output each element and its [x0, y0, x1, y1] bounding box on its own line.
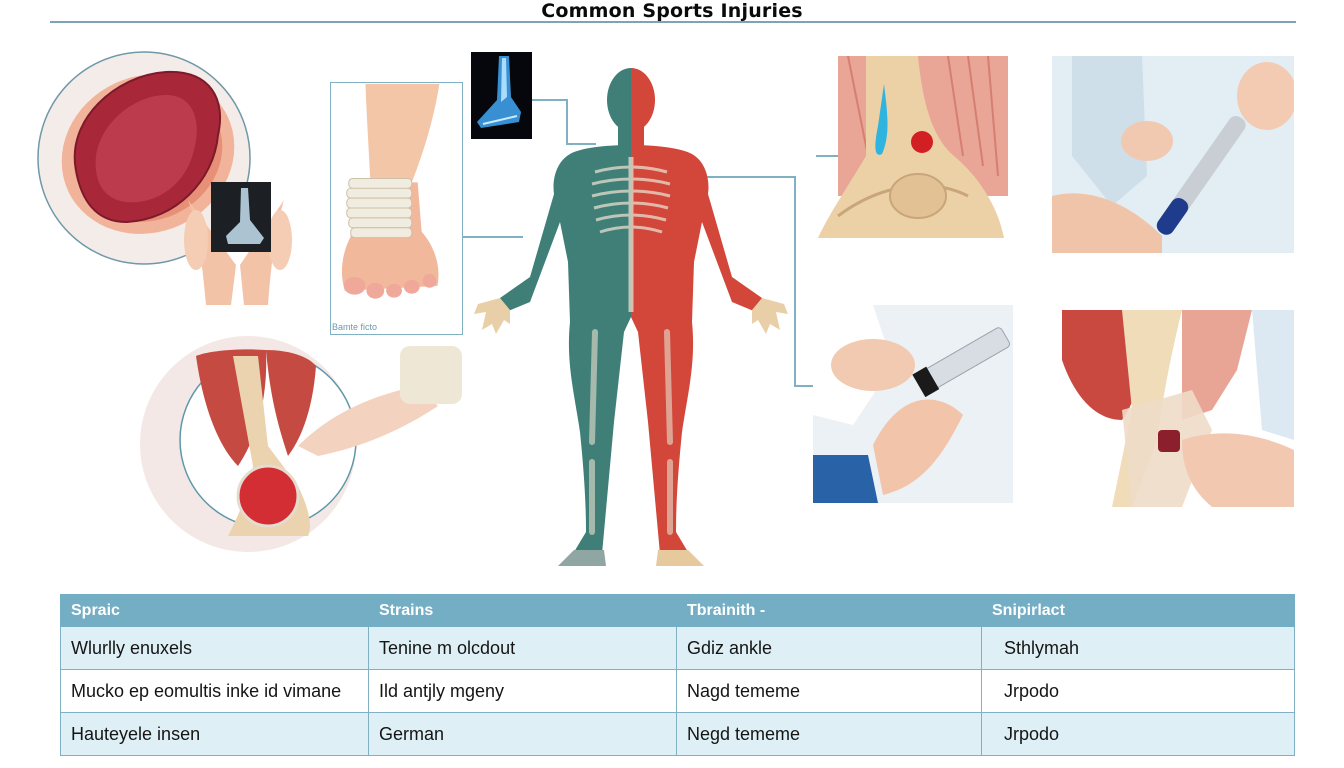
xray-foot-icon	[477, 56, 521, 128]
table-cell: Sthlymah	[981, 626, 1295, 670]
table-cell: Mucko ep eomultis inke id vimane	[60, 669, 369, 713]
table-row: Hauteyele insen German Negd tememe Jrpod…	[60, 712, 1295, 756]
table-header-row: Spraic Strains Tbrainith - Snipirlact	[60, 594, 1295, 627]
calf-muscle-icon	[140, 336, 462, 552]
knee-bandage-illustration	[1062, 310, 1294, 507]
table-cell: Tenine m olcdout	[368, 626, 677, 670]
abrasion-wound-icon	[37, 51, 292, 305]
bandaged-ankle-icon	[341, 83, 440, 299]
table-cell: Negd tememe	[676, 712, 982, 756]
human-body-icon	[474, 68, 788, 566]
table-cell: Jrpodo	[981, 669, 1295, 713]
ankle-anatomy-illustration	[818, 56, 1008, 238]
injection-pen-icon	[1052, 56, 1294, 253]
syringe-preparation-photo	[813, 305, 1013, 503]
table-cell: Hauteyele insen	[60, 712, 369, 756]
table-cell: German	[368, 712, 677, 756]
column-header[interactable]: Strains	[368, 594, 677, 627]
foot-xray-inset	[471, 52, 532, 139]
syringe-icon	[813, 305, 1013, 503]
body-anatomy-figure	[470, 62, 790, 570]
abrasion-illustration	[36, 50, 296, 306]
page-title: Common Sports Injuries	[541, 0, 803, 22]
table-cell: Wlurlly enuxels	[60, 626, 369, 670]
bandaged-foot-illustration	[330, 82, 463, 335]
table-cell: Ild antjly mgeny	[368, 669, 677, 713]
injury-table: Spraic Strains Tbrainith - Snipirlact Wl…	[60, 594, 1295, 756]
table-row: Wlurlly enuxels Tenine m olcdout Gdiz an…	[60, 626, 1295, 670]
connector-line	[463, 236, 523, 238]
ankle-injury-icon	[818, 56, 1008, 238]
table-row: Mucko ep eomultis inke id vimane Ild ant…	[60, 669, 1295, 713]
knee-muscle-icon	[1062, 310, 1294, 507]
column-header[interactable]: Tbrainith -	[676, 594, 982, 627]
table-cell: Jrpodo	[981, 712, 1295, 756]
column-header[interactable]: Snipirlact	[981, 594, 1295, 627]
connector-line	[794, 176, 796, 386]
foot-caption: Bamte ficto	[332, 322, 378, 332]
muscle-crosssection-illustration	[138, 336, 468, 558]
injection-pen-photo	[1052, 56, 1294, 253]
connector-line	[794, 385, 814, 387]
connector-line	[668, 176, 795, 178]
connector-line	[566, 99, 568, 144]
title-divider	[50, 21, 1296, 23]
connector-line	[532, 99, 568, 101]
connector-line	[566, 143, 596, 145]
table-cell: Gdiz ankle	[676, 626, 982, 670]
column-header[interactable]: Spraic	[60, 594, 369, 627]
table-cell: Nagd tememe	[676, 669, 982, 713]
